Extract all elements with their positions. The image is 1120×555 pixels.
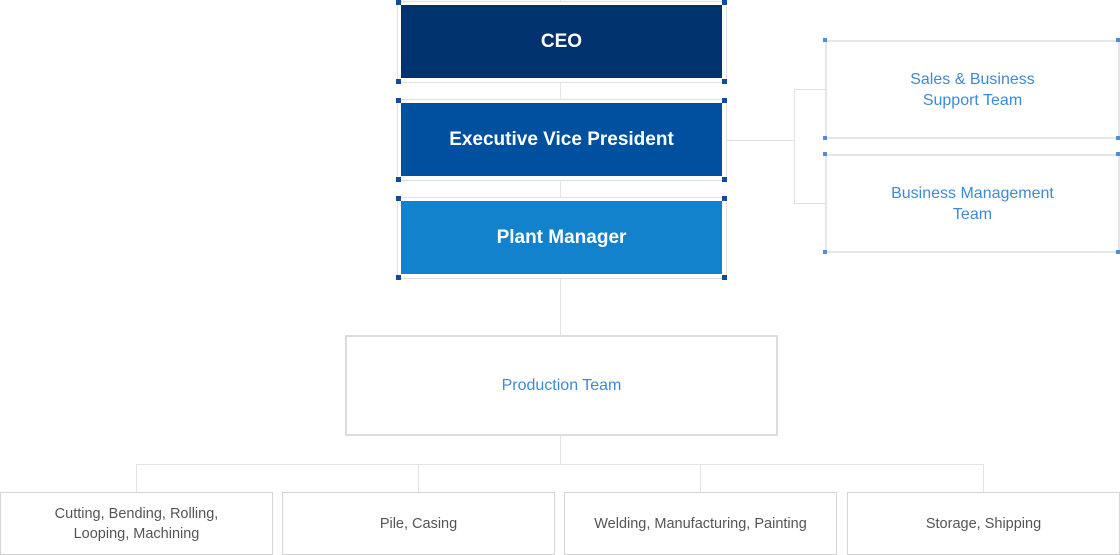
ceo-handle-tl (396, 0, 401, 5)
process-pile-label: Pile, Casing (379, 515, 458, 532)
plant-manager-handle-tr (722, 196, 727, 201)
production-team-label: Production Team (501, 376, 622, 394)
sales-support-team-box: Sales & Business Support Team (825, 40, 1120, 139)
bm-handle-bl (823, 250, 827, 254)
connector-to-welding (700, 464, 701, 492)
process-welding-label: Welding, Manufacturing, Painting (594, 515, 807, 532)
connector-to-pile (418, 464, 419, 492)
evp-box: Executive Vice President (401, 103, 722, 176)
connector-to-cutting (136, 464, 137, 492)
business-management-line2: Team (952, 205, 993, 223)
sales-handle-tl (823, 38, 827, 42)
process-cutting-line2: Looping, Machining (73, 525, 200, 542)
connector-process-horizontal (136, 464, 984, 465)
plant-manager-handle-br (722, 275, 727, 280)
ceo-handle-br (722, 79, 727, 84)
sales-handle-br (1116, 136, 1120, 140)
evp-handle-br (722, 177, 727, 182)
connector-to-sales (794, 89, 825, 90)
bm-handle-tl (823, 152, 827, 156)
plant-manager-label: Plant Manager (496, 226, 627, 248)
process-storage-label: Storage, Shipping (925, 515, 1042, 532)
process-cutting-box: Cutting, Bending, Rolling, Looping, Mach… (0, 492, 273, 555)
process-cutting-line1: Cutting, Bending, Rolling, (54, 505, 219, 522)
evp-handle-bl (396, 177, 401, 182)
sales-support-line2: Support Team (922, 91, 1023, 109)
process-pile-box: Pile, Casing (282, 492, 555, 555)
ceo-handle-bl (396, 79, 401, 84)
sales-handle-bl (823, 136, 827, 140)
plant-manager-handle-tl (396, 196, 401, 201)
connector-to-storage (983, 464, 984, 492)
connector-to-bm (794, 203, 825, 204)
business-management-team-box: Business Management Team (825, 154, 1120, 253)
production-team-box: Production Team (345, 335, 778, 436)
plant-manager-box: Plant Manager (401, 201, 722, 274)
ceo-label: CEO (540, 30, 583, 52)
connector-evp-support (726, 140, 794, 141)
evp-handle-tr (722, 98, 727, 103)
business-management-line1: Business Management (891, 184, 1054, 202)
sales-handle-tr (1116, 38, 1120, 42)
ceo-handle-tr (722, 0, 727, 5)
ceo-box: CEO (401, 5, 722, 78)
process-storage-box: Storage, Shipping (847, 492, 1120, 555)
evp-label: Executive Vice President (449, 128, 674, 150)
connector-support-vertical (794, 89, 795, 203)
process-welding-box: Welding, Manufacturing, Painting (564, 492, 837, 555)
bm-handle-br (1116, 250, 1120, 254)
plant-manager-handle-bl (396, 275, 401, 280)
bm-handle-tr (1116, 152, 1120, 156)
evp-handle-tl (396, 98, 401, 103)
sales-support-line1: Sales & Business (910, 70, 1035, 88)
